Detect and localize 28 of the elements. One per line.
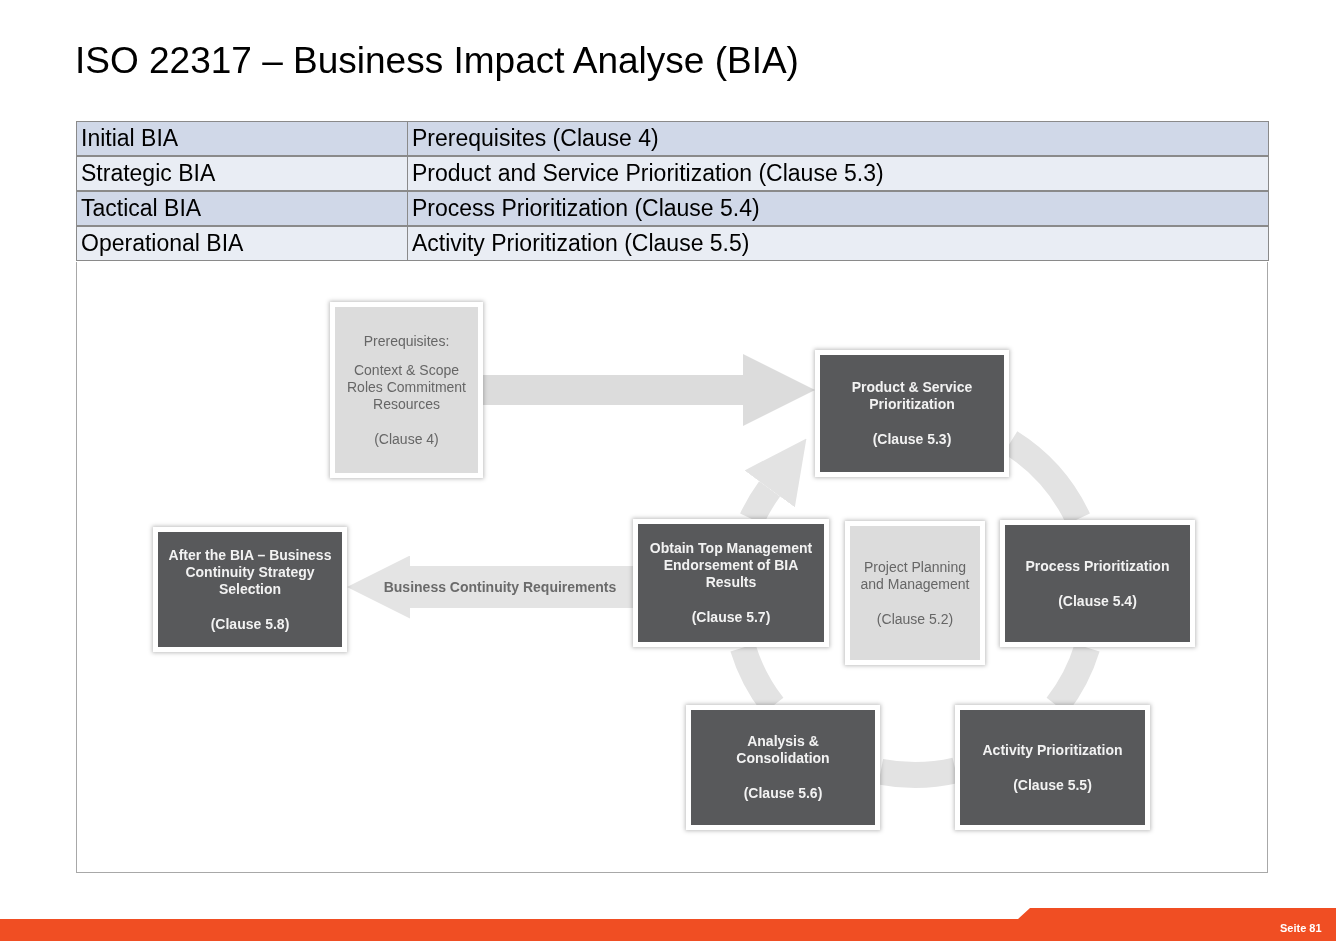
box-title: Activity Prioritization	[982, 741, 1123, 759]
box-text: Context & Scope Roles Commitment Resources	[346, 361, 467, 413]
box-title: Process Prioritization	[1025, 557, 1170, 575]
table-cell: Activity Prioritization (Clause 5.5)	[407, 226, 1269, 261]
table-cell: Tactical BIA	[76, 191, 408, 226]
table-cell: Prerequisites (Clause 4)	[407, 121, 1269, 156]
box-title: Product & Service Prioritization	[850, 379, 974, 413]
box-title: After the BIA – Business Continuity Strategy Selection	[167, 546, 333, 598]
box-text: (Clause 5.6)	[743, 785, 823, 802]
table-cell: Process Prioritization (Clause 5.4)	[407, 191, 1269, 226]
table-cell: Operational BIA	[76, 226, 408, 261]
table-cell: Initial BIA	[76, 121, 408, 156]
page-title: ISO 22317 – Business Impact Analyse (BIA)	[75, 40, 799, 82]
box-text: (Clause 5.2)	[876, 610, 954, 628]
box-text: (Clause 5.4)	[1058, 592, 1137, 610]
box-title: Obtain Top Management Endorsement of BIA Results	[648, 540, 814, 591]
page-number: Seite 81	[1280, 922, 1322, 934]
box-title: Project Planning and Management	[859, 558, 971, 593]
box-text: (Clause 5.5)	[1013, 776, 1092, 794]
box-text: (Clause 5.3)	[872, 431, 952, 448]
edge-label: Business Continuity Requirements	[381, 579, 619, 595]
box-text: (Clause 4)	[374, 430, 439, 448]
table-cell: Strategic BIA	[76, 156, 408, 191]
box-text: (Clause 5.7)	[691, 609, 771, 626]
box-text: (Clause 5.8)	[210, 615, 290, 633]
box-title: Analysis & Consolidation	[735, 733, 831, 767]
table-cell: Product and Service Prioritization (Clause 5.3)	[407, 156, 1269, 191]
box-title: Prerequisites:	[363, 332, 450, 350]
